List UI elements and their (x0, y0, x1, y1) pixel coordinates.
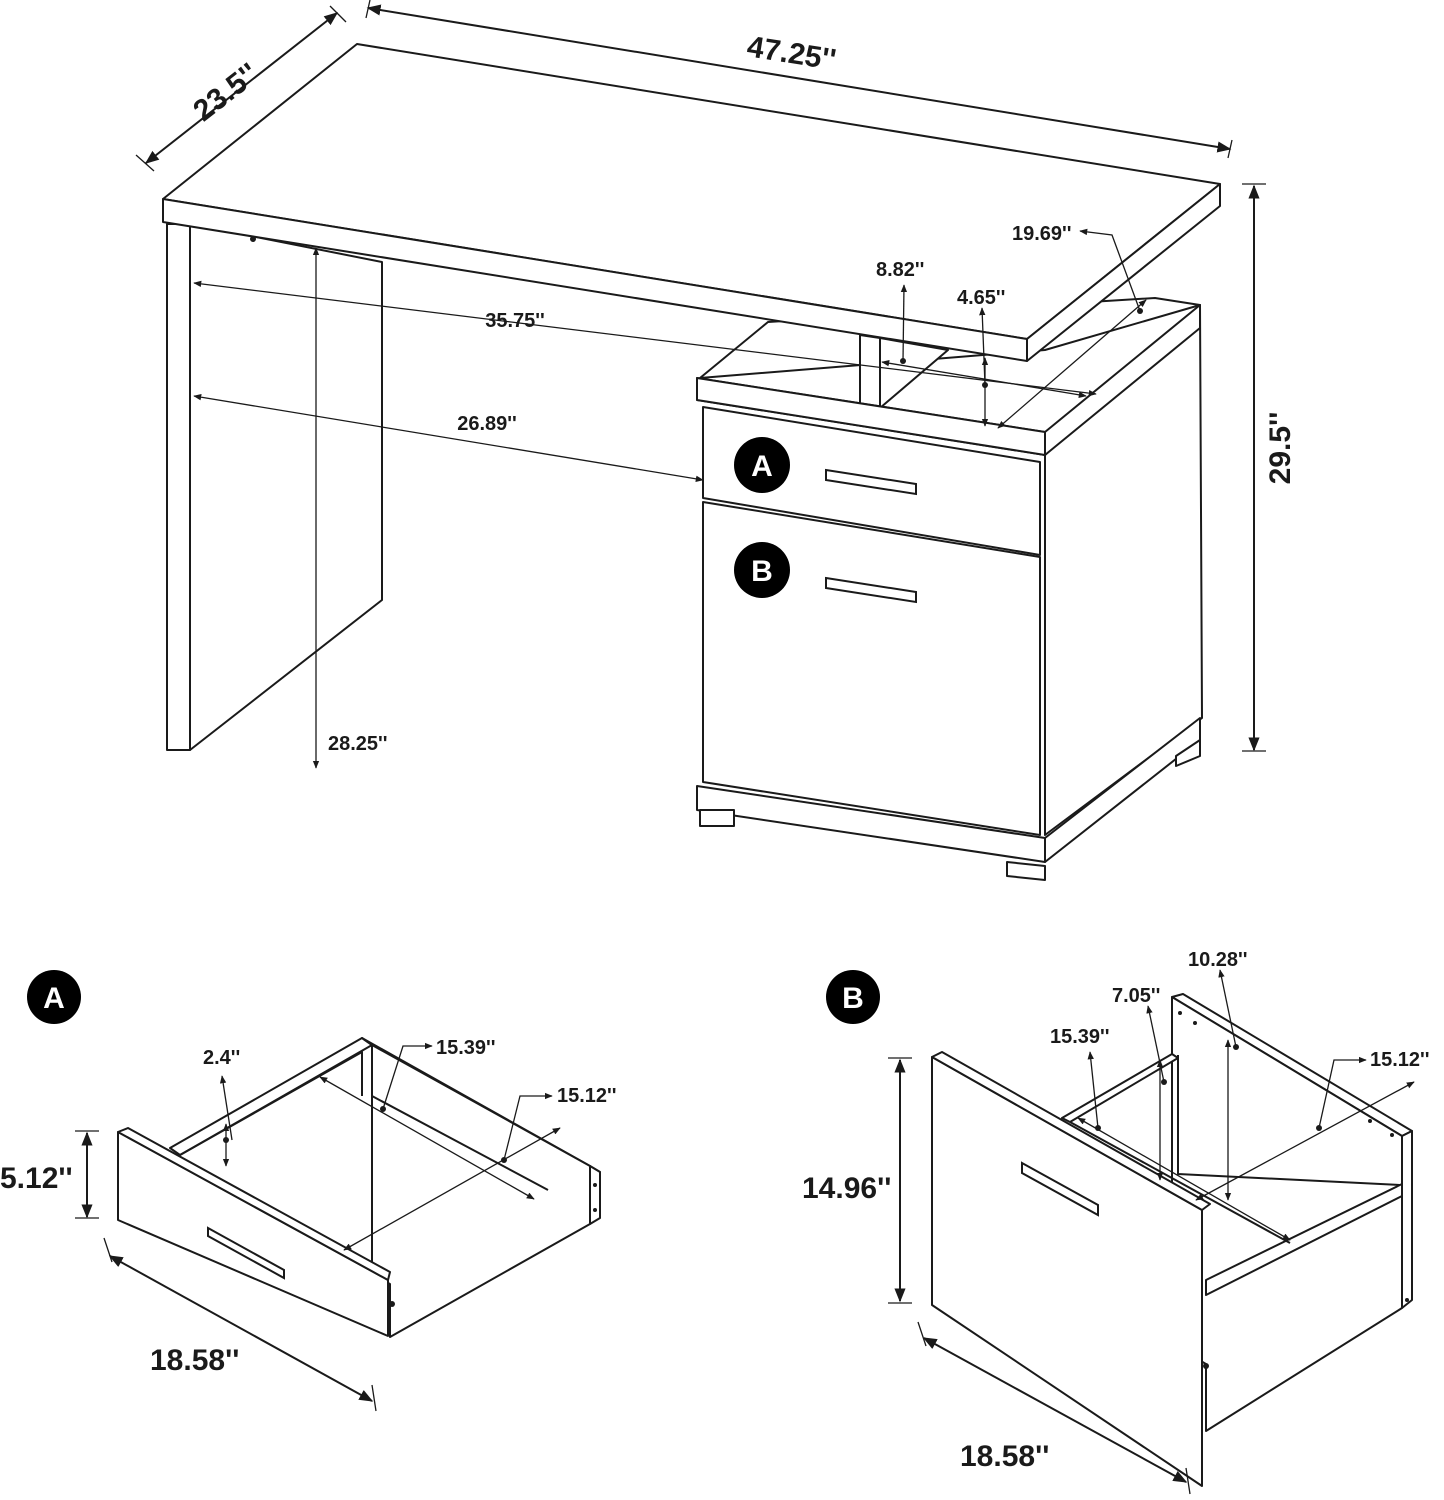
svg-text:A: A (43, 982, 65, 1015)
svg-text:B: B (842, 982, 864, 1015)
door-b-front (702, 501, 1041, 836)
dim-drawer-b-width: 18.58'' (960, 1440, 1049, 1473)
badge-b: B (826, 970, 880, 1024)
dim-drawer-a-side-height: 2.4'' (203, 1047, 240, 1069)
dim-drawer-a-inner-width: 15.12'' (557, 1085, 617, 1107)
drawer-a-handle (825, 468, 917, 496)
dim-inner-width: 35.75'' (485, 310, 545, 332)
drawer-a-detail: A 5.12'' 18.58'' 15.39'' (0, 970, 617, 1412)
door-b-handle (825, 576, 917, 604)
badge-a-desk: A (734, 437, 790, 493)
dim-riser-height: 4.65'' (957, 287, 1005, 309)
dim-desk-width: 47.25'' (745, 30, 838, 77)
dim-drawer-b-side-height: 7.05'' (1112, 985, 1160, 1007)
desk-illustration: A B (162, 43, 1221, 881)
cabinet (696, 304, 1201, 881)
drawer-b-detail: B 14.96'' 18.58'' 15.39'' (802, 949, 1430, 1495)
dim-drawer-b-inner-depth: 15.39'' (1050, 1026, 1110, 1048)
badge-b-desk: B (734, 542, 790, 598)
svg-text:B: B (751, 555, 773, 588)
dim-drawer-b-inner-width: 15.12'' (1370, 1049, 1430, 1071)
dim-desk-height: 29.5'' (1264, 412, 1297, 485)
badge-a: A (27, 970, 81, 1024)
drawer-a-front-panel (117, 1131, 389, 1337)
dim-desk-depth: 23.5'' (187, 57, 265, 128)
dim-drawer-b-height: 14.96'' (802, 1172, 891, 1205)
dim-shelf-depth: 19.69'' (1012, 223, 1072, 245)
left-leg-panel (166, 223, 383, 751)
dim-drawer-b-back-height: 10.28'' (1188, 949, 1248, 971)
dim-leg-height: 28.25'' (328, 733, 388, 755)
dim-drawer-a-inner-depth: 15.39'' (436, 1037, 496, 1059)
dim-leg-to-cabinet: 26.89'' (457, 413, 517, 435)
svg-text:A: A (751, 450, 773, 483)
dim-riser-width: 8.82'' (876, 259, 924, 281)
dim-drawer-a-height: 5.12'' (0, 1162, 73, 1195)
dim-drawer-a-width: 18.58'' (150, 1344, 239, 1377)
